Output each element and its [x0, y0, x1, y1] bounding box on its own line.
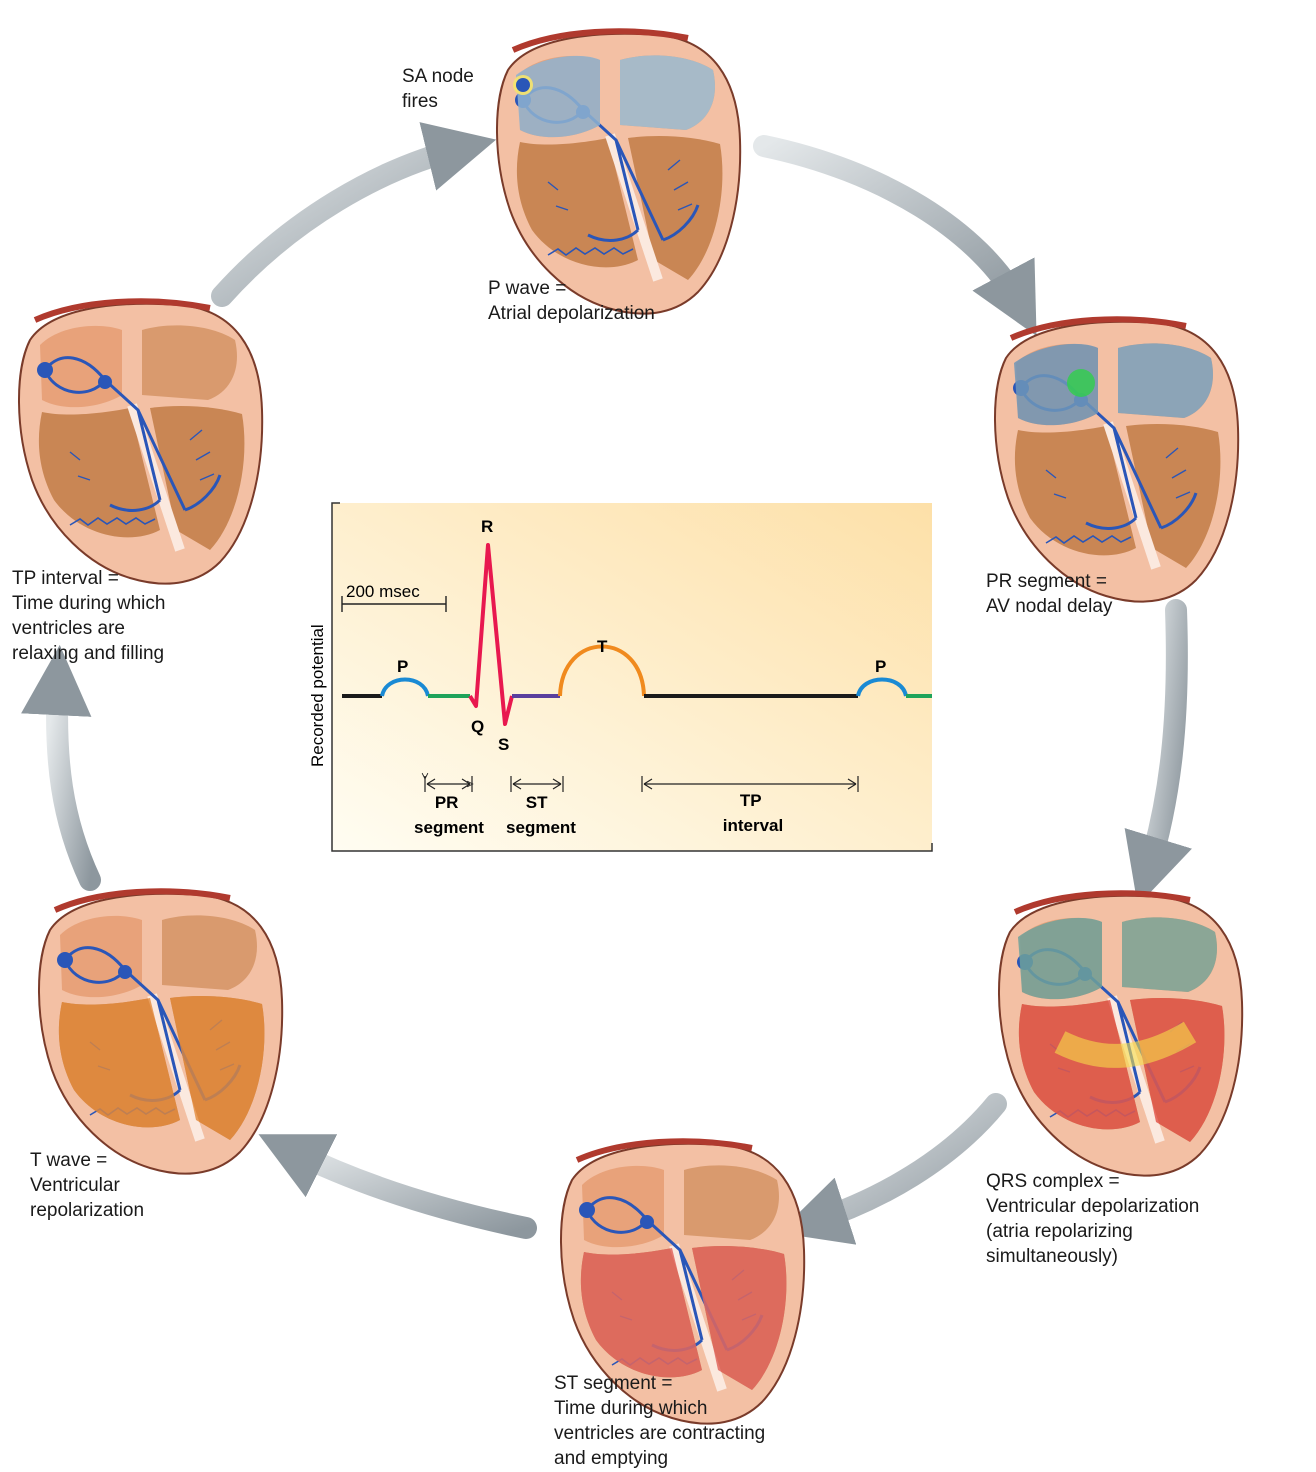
caption-p-wave: P wave = Atrial depolarization [488, 276, 655, 326]
ecg-background [332, 503, 932, 851]
caption-line: Ventricular [30, 1173, 144, 1198]
caption-qrs-complex: QRS complex = Ventricular depolarization… [986, 1169, 1199, 1269]
caption-line: TP interval = [12, 566, 165, 591]
sa-node-note-line: fires [402, 89, 474, 114]
sa-node-note: SA node fires [402, 64, 474, 114]
wave-label-q: Q [471, 717, 484, 736]
wave-label-p2: P [875, 657, 886, 676]
caption-line: ventricles are [12, 616, 165, 641]
heart-av-nodal-delay [995, 319, 1238, 601]
wave-label-r: R [481, 517, 493, 536]
wave-label-p1: P [397, 657, 408, 676]
caption-line: Ventricular depolarization [986, 1194, 1199, 1219]
arrow-sa-to-pr [764, 146, 1020, 305]
arrow-pr-to-qrs [1148, 610, 1177, 872]
wave-label-t: T [597, 637, 608, 656]
heart-sa-node-fires [497, 31, 740, 313]
arrow-st-to-t [290, 1150, 526, 1228]
arrow-tp-to-sa [222, 148, 462, 296]
caption-pr-segment: PR segment = AV nodal delay [986, 569, 1112, 619]
caption-tp-interval: TP interval = Time during which ventricl… [12, 566, 165, 666]
ecg-y-axis-label: Recorded potential [308, 624, 327, 767]
ecg-panel: Recorded potential 200 msec P R Q S T P [308, 503, 932, 851]
caption-line: Atrial depolarization [488, 301, 655, 326]
caption-line: AV nodal delay [986, 594, 1112, 619]
caption-line: ST segment = [554, 1371, 765, 1396]
caption-line: QRS complex = [986, 1169, 1199, 1194]
sa-node-note-line: SA node [402, 64, 474, 89]
caption-line: (atria repolarizing [986, 1219, 1199, 1244]
caption-line: T wave = [30, 1148, 144, 1173]
heart-tp-interval [19, 301, 262, 583]
caption-line: Time during which [554, 1396, 765, 1421]
caption-t-wave: T wave = Ventricular repolarization [30, 1148, 144, 1223]
caption-line: PR segment = [986, 569, 1112, 594]
caption-line: P wave = [488, 276, 655, 301]
arrow-qrs-to-st [812, 1104, 996, 1222]
caption-line: and emptying [554, 1446, 765, 1471]
caption-line: relaxing and filling [12, 641, 165, 666]
caption-line: simultaneously) [986, 1244, 1199, 1269]
ecg-scale-label: 200 msec [346, 582, 420, 601]
heart-qrs-complex [999, 893, 1242, 1175]
heart-t-wave [39, 891, 282, 1173]
caption-line: repolarization [30, 1198, 144, 1223]
caption-st-segment: ST segment = Time during which ventricle… [554, 1371, 765, 1471]
wave-label-s: S [498, 735, 509, 754]
arrow-t-to-tp [57, 680, 90, 880]
caption-line: ventricles are contracting [554, 1421, 765, 1446]
caption-line: Time during which [12, 591, 165, 616]
